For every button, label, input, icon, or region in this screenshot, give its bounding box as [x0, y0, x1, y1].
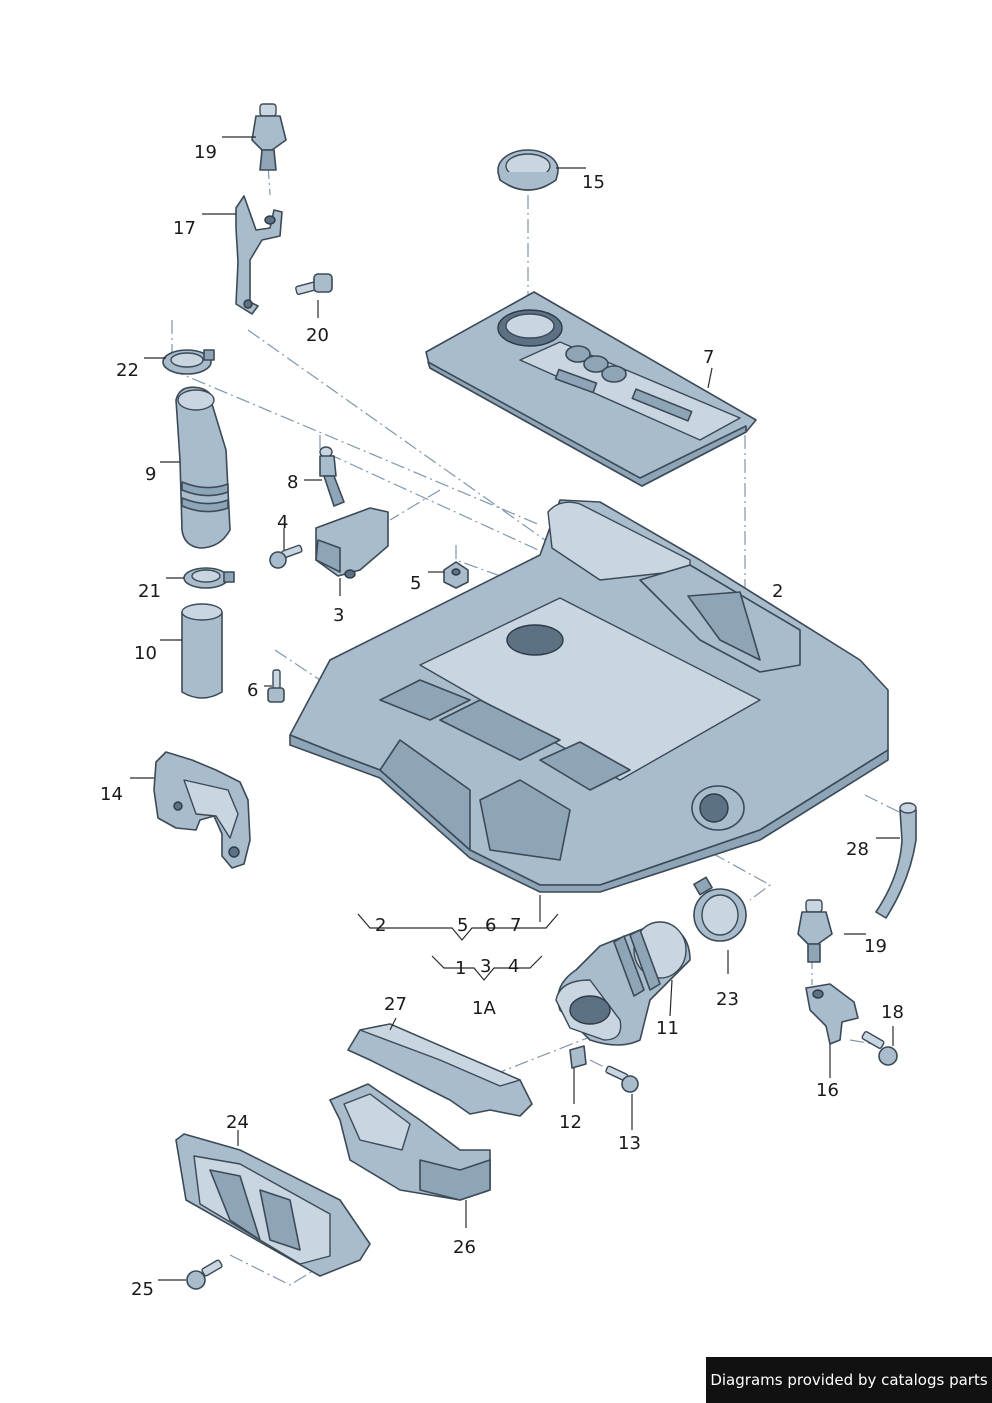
part-5-nut: [443, 561, 469, 589]
callout-26: 26: [453, 1237, 476, 1258]
part-15-ring: [497, 149, 559, 191]
part-24-frame: [175, 1133, 371, 1277]
part-14-shield: [153, 751, 251, 869]
callout-25: 25: [131, 1279, 154, 1300]
callout-7: 7: [703, 347, 714, 368]
callout-8: 8: [287, 472, 298, 493]
callout-10: 10: [134, 643, 157, 664]
part-19-lower: [797, 899, 833, 963]
callout-group-7: 7: [510, 915, 521, 936]
part-26-duct: [329, 1083, 491, 1201]
part-23-clamp: [693, 876, 747, 942]
part-13-screw: [605, 1065, 639, 1093]
callout-9: 9: [145, 464, 156, 485]
callout-group-1: 1: [455, 958, 466, 979]
callout-group-6: 6: [485, 915, 496, 936]
callout-11: 11: [656, 1018, 679, 1039]
part-25-screw: [186, 1259, 223, 1290]
callout-group-4: 4: [508, 956, 519, 977]
callout-27: 27: [384, 994, 407, 1015]
callout-21: 21: [138, 581, 161, 602]
callout-22: 22: [116, 360, 139, 381]
callout-17: 17: [173, 218, 196, 239]
callout-group-3: 3: [480, 956, 491, 977]
callout-16: 16: [816, 1080, 839, 1101]
leader-lines: [130, 136, 900, 1281]
callout-2-main: 2: [772, 581, 783, 602]
part-21-clamp: [183, 567, 235, 589]
callout-28: 28: [846, 839, 869, 860]
part-12-clip: [569, 1045, 587, 1069]
callout-6-main: 6: [247, 680, 258, 701]
part-3-module: [315, 507, 389, 579]
callout-group-2: 2: [375, 915, 386, 936]
callout-20: 20: [306, 325, 329, 346]
part-16-bracket: [805, 983, 859, 1045]
callout-3-main: 3: [333, 605, 344, 626]
callout-5-main: 5: [410, 573, 421, 594]
part-20-screw: [295, 273, 333, 295]
part-10-tube: [181, 603, 223, 699]
callout-19-lower: 19: [864, 936, 887, 957]
callout-13: 13: [618, 1133, 641, 1154]
credit-banner: Diagrams provided by catalogs parts: [706, 1357, 992, 1403]
part-22-clamp: [162, 349, 215, 375]
callout-1a: 1A: [472, 998, 496, 1019]
callout-labels: 19 15 17 20 7 22 9 8 4 2 21 5 3 10 6 14 …: [100, 142, 904, 1300]
part-27-cover: [347, 1023, 533, 1117]
callout-24: 24: [226, 1112, 249, 1133]
callout-12: 12: [559, 1112, 582, 1133]
part-17-bracket: [235, 195, 283, 315]
part-19-upper: [251, 103, 287, 171]
callout-15: 15: [582, 172, 605, 193]
part-11-elbow: [555, 921, 691, 1046]
part-7-cover: [425, 291, 757, 487]
callout-group-5: 5: [457, 915, 468, 936]
part-4-screw: [269, 544, 303, 569]
part-18-screw: [861, 1031, 898, 1066]
callout-19-upper: 19: [194, 142, 217, 163]
part-8-sensor: [319, 446, 345, 507]
part-6-screw: [267, 669, 285, 703]
callout-14: 14: [100, 784, 123, 805]
part-9-hose: [175, 386, 231, 549]
part-2-engine-cover: [289, 499, 889, 893]
part-28-pipe: [875, 802, 917, 919]
callout-4: 4: [277, 512, 288, 533]
callout-23: 23: [716, 989, 739, 1010]
callout-18: 18: [881, 1002, 904, 1023]
